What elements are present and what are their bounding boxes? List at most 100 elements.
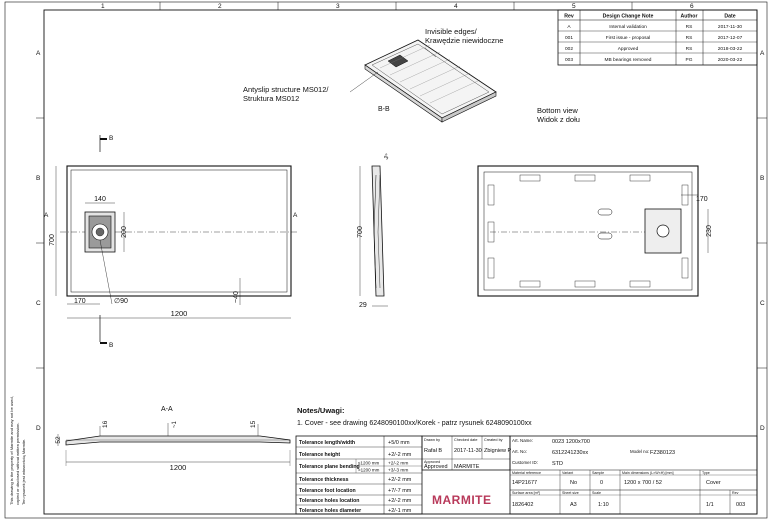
- side-notice-line-1: This drawing is the property of Marmite …: [9, 396, 14, 505]
- tol-label-holes-loc: Tolerance holes location: [299, 498, 359, 504]
- frame-ticks: [36, 2, 767, 369]
- col-label-2: 2: [218, 3, 222, 10]
- tol-value-bending-1: +2/-2 mm: [388, 461, 408, 467]
- plan-arrow-b-bottom: B: [109, 342, 113, 349]
- tol-label-height: Tolerance height: [299, 452, 340, 458]
- rev-row-3-rev: 002: [565, 46, 573, 52]
- row-label-d: D: [36, 425, 41, 432]
- rev-row-1-date: 2017-11-30: [718, 24, 743, 30]
- col-label-3: 3: [336, 3, 340, 10]
- row-label-a: A: [36, 50, 41, 57]
- rev-row-1-note: Internal validation: [609, 24, 647, 30]
- row-label-a-right: A: [760, 50, 765, 57]
- bottom-view: 170 230: [477, 165, 713, 297]
- tb-sample: 0: [600, 480, 603, 486]
- tb-sheet-no: 1/1: [706, 502, 714, 508]
- approval-date: 2017-11-30: [454, 448, 482, 454]
- tb-art-name-label: Art. Name:: [512, 438, 533, 443]
- tb-h-scale: Scale: [592, 491, 601, 495]
- rev-row-1-author: RS: [686, 24, 693, 30]
- tol-value-bending-2: +3/-3 mm: [388, 468, 408, 474]
- rev-row-2-rev: 001: [565, 35, 573, 41]
- approval-h-created: Created by: [484, 438, 503, 442]
- plan-dim-170: 170: [74, 298, 86, 305]
- side-notice-line-3: Ten rysunek jest własnością Marmite.: [21, 439, 26, 505]
- plan-dim-700: 700: [49, 234, 56, 246]
- side-notice: This drawing is the property of Marmite …: [9, 396, 26, 505]
- tol-value-height: +2/-2 mm: [388, 452, 412, 458]
- antislip-label-pl: Struktura MS012: [243, 94, 299, 103]
- tb-model-label: Model no:: [630, 449, 649, 454]
- tol-value-thickness: +2/-2 mm: [388, 477, 412, 483]
- row-label-d-right: D: [760, 425, 765, 432]
- rev-row-2-date: 2017-12-07: [718, 35, 743, 41]
- plan-dim-200: 200: [121, 226, 128, 238]
- tol-value-foot: +7/-7 mm: [388, 488, 412, 494]
- row-label-b: B: [36, 175, 40, 182]
- approval-status: Approved: [424, 464, 448, 470]
- row-labels-left: A B C D: [36, 50, 41, 432]
- section-dim-16: 16: [102, 420, 109, 428]
- notes-line-1: 1. Cover - see drawing 6248090100xx/Kore…: [297, 420, 532, 427]
- tb-h-material: Material reference: [512, 471, 541, 475]
- tb-h-surface: Surface area [m²]: [512, 491, 540, 495]
- tb-customer: STD: [552, 461, 563, 467]
- rev-header-note: Design Change Note: [603, 14, 654, 20]
- tb-variant: No: [570, 480, 577, 486]
- rev-row-4-rev: 003: [565, 57, 573, 63]
- col-label-4: 4: [454, 3, 458, 10]
- invisible-edges-label: Invisible edges/: [425, 27, 478, 36]
- isometric-view: Invisible edges/ Krawędzie niewidoczne A…: [243, 27, 503, 123]
- plan-view: B B A A 700 140 200 170 ∅90 ~40 1200: [44, 135, 298, 349]
- title-block: Art. Name: Art. No: Customer ID: Model n…: [509, 435, 758, 515]
- plan-dim-40: ~40: [233, 291, 240, 303]
- tb-art-no-label: Art. No:: [512, 449, 527, 454]
- revision-table: Rev Design Change Note Author Date A Int…: [557, 9, 758, 66]
- plan-arrow-b-top: B: [109, 135, 113, 142]
- rev-row-1-rev: A: [567, 24, 571, 30]
- tb-h-variant: Variant: [562, 471, 573, 475]
- column-labels-top: 1 2 3 4 5 6: [101, 3, 694, 10]
- row-label-c: C: [36, 300, 41, 307]
- tol-value-length: +5/0 mm: [388, 440, 410, 446]
- plan-dim-140: 140: [94, 196, 106, 203]
- side-dim-700: 700: [357, 226, 364, 238]
- tb-h-sample: Sample: [592, 471, 604, 475]
- tol-label-holes-dia: Tolerance holes diameter: [299, 508, 361, 514]
- antislip-label: Antyslip structure MS012/: [243, 85, 329, 94]
- tol-value-holes-loc: +2/-2 mm: [388, 498, 412, 504]
- tol-value-holes-dia: +2/-1 mm: [388, 508, 412, 514]
- rev-row-4-date: 2020-03-22: [718, 57, 743, 63]
- tb-surface: 1826402: [512, 502, 533, 508]
- tb-h-dims: Main dimensions (L×W×H) [mm]: [622, 471, 674, 475]
- tol-label-foot: Tolerance foot location: [299, 488, 356, 494]
- bottom-dim-170: 170: [696, 196, 708, 203]
- notes-title: Notes/Uwagi:: [297, 406, 345, 415]
- rev-row-3-author: RS: [686, 46, 693, 52]
- approval-table: Drawn by Checked date Created by Approve…: [421, 435, 512, 471]
- tol-label-length: Tolerance length/width: [299, 440, 355, 446]
- section-aa-view: A-A 52 16 ~1 15 1200: [55, 406, 291, 472]
- tb-dims: 1200 x 700 / 52: [624, 480, 662, 486]
- approval-h-checked: Checked date: [454, 438, 477, 442]
- rev-row-4-note: MB bearings removed: [605, 57, 652, 63]
- col-label-1: 1: [101, 3, 105, 10]
- rev-header-date: Date: [724, 14, 735, 20]
- section-aa-label: A-A: [161, 406, 173, 413]
- rev-row-2-author: RS: [686, 35, 693, 41]
- row-label-b-right: B: [760, 175, 764, 182]
- bottom-view-label-pl: Widok z dołu: [537, 115, 580, 124]
- section-bb-label: B-B: [378, 106, 390, 113]
- plan-dim-1200: 1200: [171, 309, 188, 318]
- plan-arrow-a-left: A: [44, 212, 49, 219]
- tb-h-type: Type: [702, 471, 710, 475]
- section-dim-15: 15: [250, 420, 257, 428]
- rev-header-author: Author: [681, 14, 698, 20]
- tb-h-rev: Rev: [732, 491, 739, 495]
- tb-h-sheet: Sheet size: [562, 491, 579, 495]
- tb-type: Cover: [706, 480, 721, 486]
- invisible-edges-label-pl: Krawędzie niewidoczne: [425, 36, 503, 45]
- approval-created-by: Zbigniew P: [484, 448, 512, 454]
- side-notice-line-2: copied or disclosed without written perm…: [15, 423, 20, 505]
